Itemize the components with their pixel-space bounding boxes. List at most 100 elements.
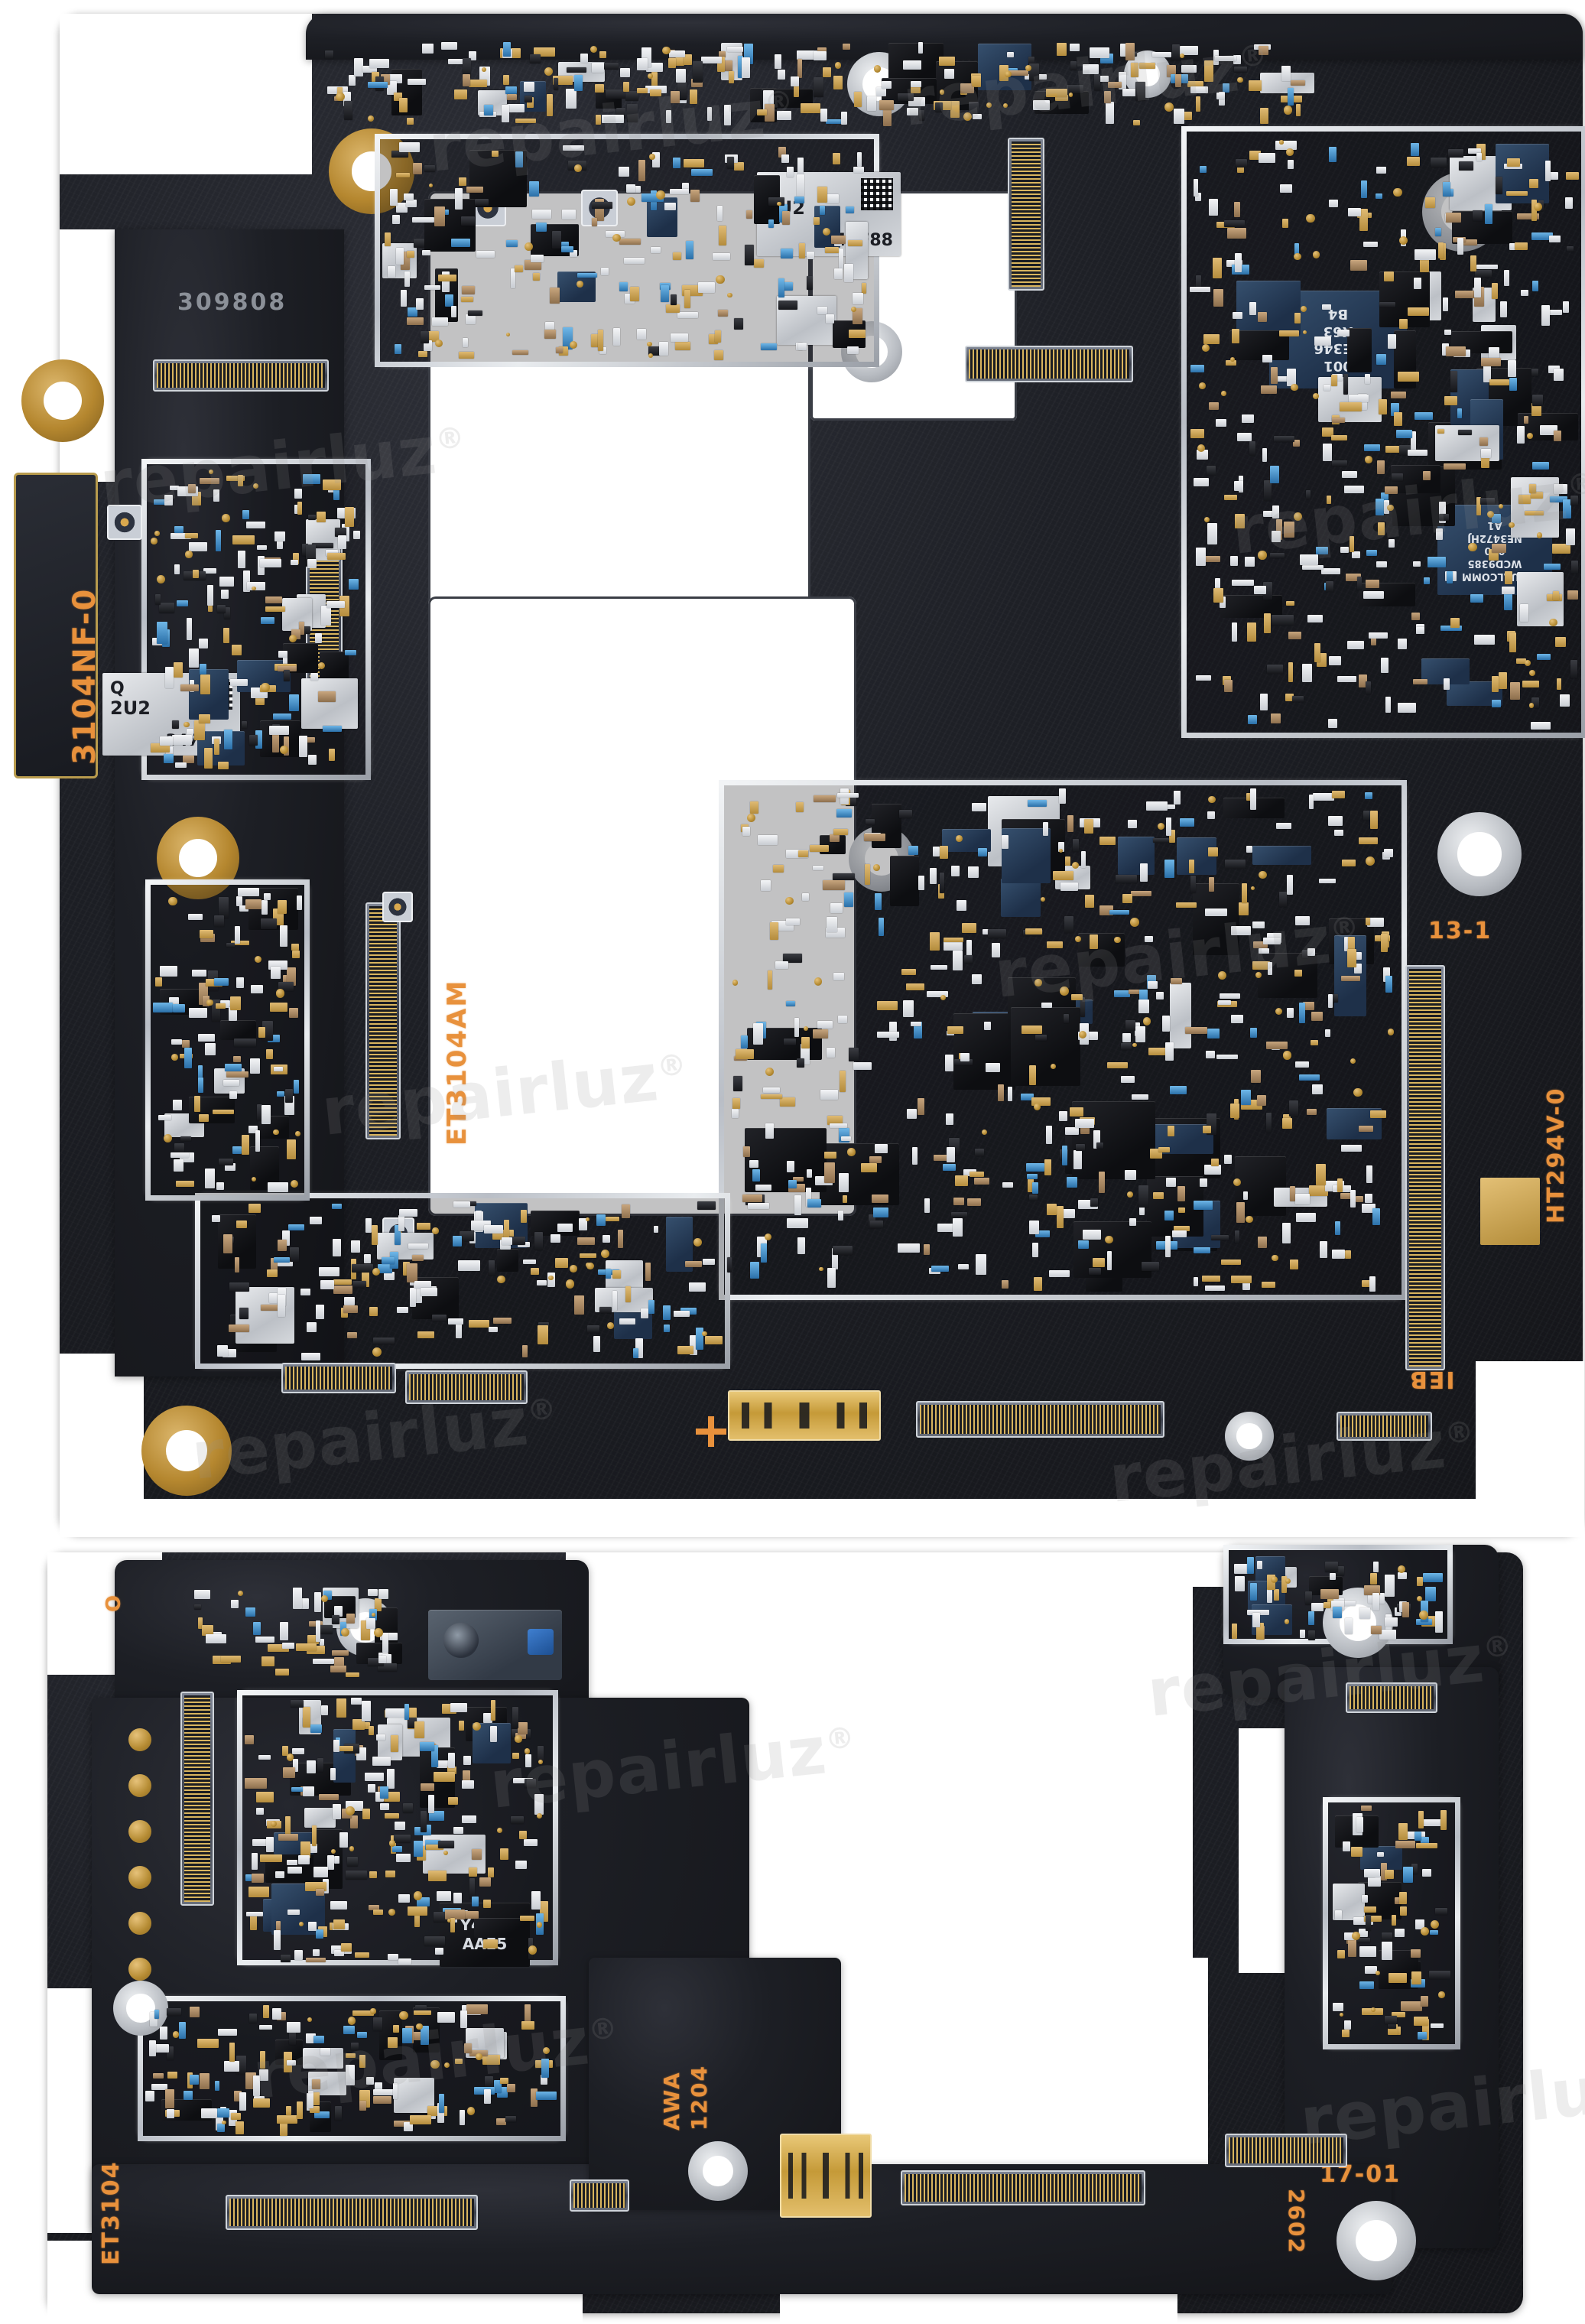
smd-passive bbox=[1089, 1267, 1101, 1275]
subboard-fpc-bottom-right[interactable] bbox=[1225, 2134, 1347, 2167]
fpc-connector-top-center[interactable] bbox=[965, 346, 1133, 382]
tact-switch-mid[interactable] bbox=[382, 892, 413, 922]
smd-passive bbox=[950, 1211, 967, 1218]
smd-passive bbox=[153, 1003, 173, 1013]
smd-passive bbox=[837, 1210, 843, 1221]
smd-passive bbox=[1424, 577, 1430, 585]
smd-passive bbox=[1566, 528, 1576, 545]
smd-passive bbox=[1443, 678, 1450, 690]
smd-passive bbox=[831, 236, 846, 244]
subboard-fpc-right-top[interactable] bbox=[1346, 1682, 1437, 1713]
via-pad bbox=[476, 2053, 482, 2060]
smd-passive bbox=[1369, 1276, 1376, 1292]
smd-passive bbox=[787, 1217, 809, 1229]
tact-switch-left[interactable] bbox=[107, 505, 142, 540]
smd-passive bbox=[448, 1796, 458, 1805]
via-pad bbox=[1051, 1064, 1057, 1070]
smd-passive bbox=[1299, 1002, 1306, 1023]
smd-passive bbox=[829, 834, 840, 842]
smd-passive bbox=[274, 1871, 284, 1878]
smd-passive bbox=[268, 1644, 289, 1653]
smd-passive bbox=[820, 206, 825, 215]
smd-passive bbox=[774, 54, 782, 69]
smd-passive bbox=[408, 1243, 429, 1250]
fpc-connector-bottom-left2[interactable] bbox=[405, 1370, 528, 1404]
smd-passive bbox=[217, 1344, 229, 1357]
smd-passive bbox=[1315, 1163, 1327, 1185]
fpc-connector-mid-left[interactable] bbox=[365, 902, 401, 1139]
smd-passive bbox=[416, 1897, 430, 1906]
smd-passive bbox=[1289, 1185, 1295, 1202]
smd-passive bbox=[1122, 893, 1132, 904]
smd-passive bbox=[1216, 1054, 1238, 1059]
smd-passive bbox=[404, 1704, 410, 1720]
smd-passive bbox=[1193, 1247, 1210, 1254]
subboard-fpc-left-vertical[interactable] bbox=[180, 1692, 214, 1906]
smd-passive bbox=[1399, 318, 1408, 329]
smd-passive bbox=[817, 47, 827, 55]
subboard-fpc-bottom-small[interactable] bbox=[570, 2179, 629, 2212]
smd-passive bbox=[939, 56, 955, 67]
smd-passive bbox=[1147, 980, 1158, 989]
smd-passive bbox=[259, 2069, 268, 2082]
smd-passive bbox=[273, 713, 292, 720]
via-pad bbox=[291, 1179, 299, 1188]
smd-passive bbox=[160, 736, 173, 746]
smd-passive bbox=[173, 661, 183, 678]
smd-passive bbox=[462, 73, 471, 86]
smd-passive bbox=[464, 2043, 472, 2054]
smd-passive bbox=[1209, 199, 1219, 216]
battery-connector[interactable] bbox=[728, 1390, 881, 1441]
subboard-fpc-bottom-left[interactable] bbox=[226, 2195, 478, 2230]
fpc-connector-left-top[interactable] bbox=[153, 359, 329, 392]
smd-passive bbox=[1034, 1230, 1051, 1237]
fpc-connector-bottom-left[interactable] bbox=[281, 1363, 396, 1393]
smd-passive bbox=[1195, 192, 1201, 201]
smd-passive bbox=[1322, 443, 1332, 462]
smd-passive bbox=[205, 1169, 215, 1189]
via-pad bbox=[656, 190, 666, 200]
fpc-connector-right-long[interactable] bbox=[1405, 965, 1445, 1370]
smd-passive bbox=[154, 2009, 160, 2019]
smd-passive bbox=[1363, 590, 1385, 600]
smd-passive bbox=[677, 1345, 694, 1355]
smd-passive bbox=[313, 1659, 334, 1665]
smd-passive bbox=[1328, 719, 1338, 728]
smd-passive bbox=[524, 95, 532, 103]
smd-passive bbox=[213, 489, 219, 502]
fpc-connector-bottom-main[interactable] bbox=[916, 1401, 1164, 1438]
smd-passive bbox=[245, 1734, 254, 1744]
smd-passive bbox=[787, 167, 794, 178]
smd-passive bbox=[531, 1891, 541, 1910]
smd-passive bbox=[1263, 938, 1281, 945]
fpc-connector-top-right[interactable] bbox=[1008, 138, 1044, 291]
via-pad bbox=[372, 1613, 376, 1617]
smd-passive bbox=[794, 1195, 801, 1215]
silk-ht294v0: HT294V-0 bbox=[1543, 1087, 1570, 1224]
smd-passive bbox=[674, 1311, 690, 1318]
left-lower-component-cluster bbox=[153, 887, 302, 1193]
via-pad bbox=[814, 977, 823, 986]
subboard-board-to-board-connector[interactable] bbox=[780, 2134, 872, 2218]
subboard-fpc-bottom-main[interactable] bbox=[901, 2170, 1145, 2205]
smd-passive bbox=[232, 1056, 242, 1063]
via-pad bbox=[168, 896, 177, 906]
smd-passive bbox=[501, 104, 510, 122]
smd-passive bbox=[1501, 586, 1515, 595]
smd-passive bbox=[692, 60, 703, 83]
smd-passive bbox=[525, 2004, 531, 2027]
smd-passive bbox=[392, 2025, 400, 2033]
smd-passive bbox=[848, 239, 863, 247]
smd-passive bbox=[1067, 814, 1073, 833]
smd-passive bbox=[1356, 1937, 1371, 1944]
via-pad bbox=[497, 1275, 505, 1284]
smd-passive bbox=[753, 259, 765, 268]
via-pad bbox=[1387, 1029, 1395, 1035]
ic-package bbox=[890, 855, 919, 907]
smd-passive bbox=[289, 1247, 300, 1262]
ic-package bbox=[1117, 837, 1155, 876]
smd-passive bbox=[1254, 585, 1266, 595]
fpc-connector-bottom-right[interactable] bbox=[1337, 1412, 1432, 1441]
via-pad bbox=[261, 683, 270, 692]
test-pad-4 bbox=[128, 1866, 151, 1889]
